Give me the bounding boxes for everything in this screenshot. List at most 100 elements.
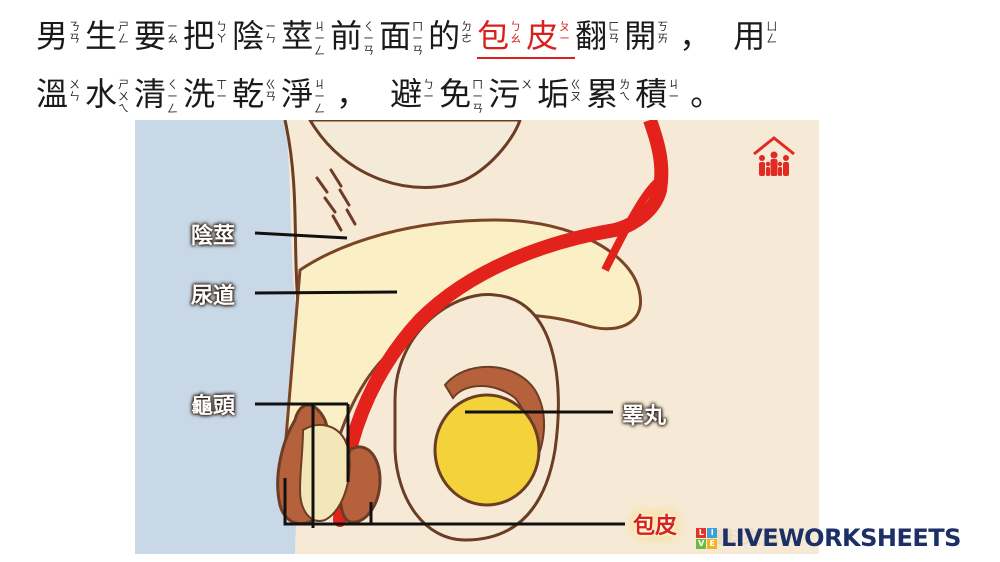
instruction-line-2: 溫ㄨㄣ水ㄕㄨㄟ清ㄑㄧㄥ洗ㄒㄧ乾ㄍㄢ淨ㄐㄧㄥ，避ㄅㄧ免ㄇㄧㄢ污ㄨ垢ㄍㄡ累ㄌㄟ積ㄐㄧ… (36, 74, 744, 115)
hanzi-character: 翻 (575, 17, 608, 55)
character-with-zhuyin: 用ㄩㄥ (733, 16, 780, 56)
zhuyin-annotation: ㄍㄡ (570, 78, 582, 103)
zhuyin-annotation: ㄎㄞ (657, 20, 669, 45)
zhuyin-annotation: ㄈㄢ (608, 20, 620, 45)
hanzi-character: 免 (439, 75, 472, 113)
hanzi-character: 用 (733, 17, 766, 55)
character-with-zhuyin: 避ㄅㄧ (390, 74, 437, 114)
highlighted-word-foreskin: 包ㄅㄠ皮ㄆㄧ (477, 16, 576, 59)
hanzi-character: 避 (390, 75, 423, 113)
hanzi-character: 開 (624, 17, 657, 55)
character-with-zhuyin: 翻ㄈㄢ (575, 16, 622, 56)
hanzi-character: 垢 (537, 75, 570, 113)
zhuyin-annotation: ㄉㄜ (461, 20, 473, 45)
hanzi-character: 累 (586, 75, 619, 113)
character-with-zhuyin: 開ㄎㄞ (624, 16, 671, 56)
character-with-zhuyin: 水ㄕㄨㄟ (85, 74, 132, 115)
hanzi-character: 包 (477, 17, 510, 55)
source-caption: 資料來源 (707, 528, 779, 549)
hanzi-character: 積 (635, 75, 668, 113)
anatomy-illustration (135, 120, 819, 554)
zhuyin-annotation: ㄑㄧㄢ (363, 20, 375, 57)
character-with-zhuyin: 乾ㄍㄢ (232, 74, 279, 114)
character-with-zhuyin: 的ㄉㄜ (428, 16, 475, 56)
badge-letter-e: E (707, 538, 717, 549)
character-with-zhuyin: 垢ㄍㄡ (537, 74, 584, 114)
hanzi-character: 污 (488, 75, 521, 113)
anatomy-diagram: 陰莖 尿道 龜頭 睪丸 包皮 資料來源 (135, 120, 819, 554)
punctuation: 。 (690, 75, 723, 113)
character-with-zhuyin: 免ㄇㄧㄢ (439, 74, 486, 115)
callout-lines (254, 231, 625, 528)
character-with-zhuyin: 莖ㄐㄧㄥ (281, 16, 328, 57)
character-with-zhuyin: 包ㄅㄠ (477, 16, 524, 56)
hanzi-character: 男 (36, 17, 69, 55)
hanzi-character: 皮 (526, 17, 559, 55)
watermark-text: LIVEWORKSHEETS (721, 524, 961, 552)
hanzi-character: 淨 (281, 75, 314, 113)
hanzi-character: 把 (183, 17, 216, 55)
label-glans: 龜頭 (191, 394, 236, 419)
zhuyin-annotation: ㄐㄧㄥ (314, 20, 326, 57)
label-penis: 陰莖 (191, 224, 236, 249)
character-with-zhuyin: 積ㄐㄧ (635, 74, 682, 114)
hanzi-character: 溫 (36, 75, 69, 113)
testis-shape (433, 393, 541, 507)
character-with-zhuyin: 要ㄧㄠ (134, 16, 181, 56)
hanzi-character: 要 (134, 17, 167, 55)
zhuyin-annotation: ㄋㄢ (69, 20, 81, 45)
zhuyin-annotation: ㄆㄧ (559, 20, 571, 45)
zhuyin-annotation: ㄅㄠ (510, 20, 522, 45)
character-with-zhuyin: 面ㄇㄧㄢ (379, 16, 426, 57)
punctuation: ， (336, 75, 369, 113)
hair-strokes (315, 168, 357, 232)
label-urethra: 尿道 (191, 284, 236, 309)
liveworksheets-badge-icon: L I V E (696, 527, 717, 549)
character-with-zhuyin: 把ㄅㄚ (183, 16, 230, 56)
hanzi-character: 莖 (281, 17, 314, 55)
character-with-zhuyin: 前ㄑㄧㄢ (330, 16, 377, 57)
label-foreskin: 包皮 (633, 514, 678, 539)
character-with-zhuyin: 淨ㄐㄧㄥ (281, 74, 328, 115)
zhuyin-annotation: ㄇㄧㄢ (472, 78, 484, 115)
badge-letter-v: V (696, 538, 706, 549)
hanzi-character: 陰 (232, 17, 265, 55)
instruction-line-1: 男ㄋㄢ生ㄕㄥ要ㄧㄠ把ㄅㄚ陰ㄧㄣ莖ㄐㄧㄥ前ㄑㄧㄢ面ㄇㄧㄢ的ㄉㄜ包ㄅㄠ皮ㄆㄧ翻ㄈㄢ開… (36, 16, 782, 59)
hanzi-character: 面 (379, 17, 412, 55)
bladder-outline (308, 120, 522, 189)
zhuyin-annotation: ㄍㄢ (265, 78, 277, 103)
character-with-zhuyin: 陰ㄧㄣ (232, 16, 279, 56)
character-with-zhuyin: 男ㄋㄢ (36, 16, 83, 56)
zhuyin-annotation: ㄧㄣ (265, 20, 277, 45)
character-with-zhuyin: 洗ㄒㄧ (183, 74, 230, 114)
left-background (135, 120, 310, 554)
zhuyin-annotation: ㄒㄧ (216, 78, 228, 103)
hanzi-character: 生 (85, 17, 118, 55)
zhuyin-annotation: ㄩㄥ (766, 20, 778, 45)
zhuyin-annotation: ㄕㄨㄟ (118, 78, 130, 115)
zhuyin-annotation: ㄌㄟ (619, 78, 631, 103)
zhuyin-annotation: ㄐㄧㄥ (314, 78, 326, 115)
zhuyin-annotation: ㄕㄥ (118, 20, 130, 45)
hanzi-character: 水 (85, 75, 118, 113)
zhuyin-annotation: ㄇㄧㄢ (412, 20, 424, 57)
character-with-zhuyin: 皮ㄆㄧ (526, 16, 573, 56)
zhuyin-annotation: ㄅㄧ (423, 78, 435, 103)
hanzi-character: 洗 (183, 75, 216, 113)
zhuyin-annotation: ㄧㄠ (167, 20, 179, 45)
character-with-zhuyin: 累ㄌㄟ (586, 74, 633, 114)
hanzi-character: 的 (428, 17, 461, 55)
badge-letter-i: I (707, 527, 717, 538)
punctuation: ， (679, 17, 712, 55)
character-with-zhuyin: 生ㄕㄥ (85, 16, 132, 56)
character-with-zhuyin: 污ㄨ (488, 74, 535, 114)
zhuyin-annotation: ㄑㄧㄥ (167, 78, 179, 115)
character-with-zhuyin: 溫ㄨㄣ (36, 74, 83, 114)
seminal-duct (601, 176, 663, 272)
character-with-zhuyin: 清ㄑㄧㄥ (134, 74, 181, 115)
hanzi-character: 前 (330, 17, 363, 55)
zhuyin-annotation: ㄅㄚ (216, 20, 228, 45)
zhuyin-annotation: ㄨㄣ (69, 78, 81, 103)
hanzi-character: 清 (134, 75, 167, 113)
zhuyin-annotation: ㄐㄧ (668, 78, 680, 103)
